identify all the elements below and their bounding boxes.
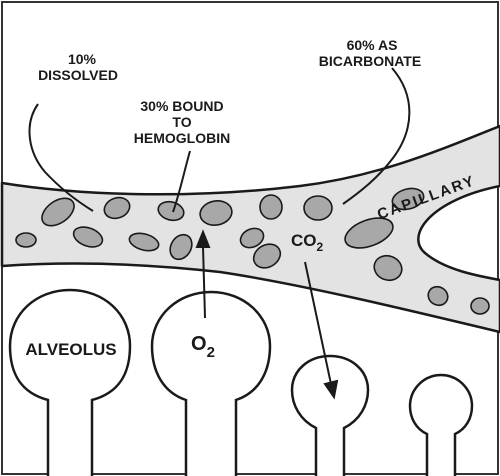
red-blood-cell: [391, 187, 425, 211]
o2-arrow-shaft: [202, 245, 206, 319]
red-blood-cell: [252, 243, 282, 269]
o2-arrow-head: [195, 229, 211, 248]
co2-label-main: CO: [291, 231, 317, 250]
dissolved-label: DISSOLVED: [38, 67, 118, 83]
bound-label-line1: 30% BOUND: [140, 98, 223, 114]
co2-arrow-head: [323, 379, 339, 400]
alveolus-label: ALVEOLUS: [25, 340, 116, 359]
bound-leader: [172, 150, 191, 213]
red-blood-cell: [344, 217, 394, 249]
red-blood-cell: [239, 227, 265, 249]
alveolus-2: [150, 290, 272, 476]
gas-arrows: [195, 229, 339, 400]
leader-lines: [28, 67, 411, 213]
red-blood-cell: [303, 195, 333, 221]
bound-label-line2: TO: [172, 114, 191, 130]
red-blood-cell: [373, 254, 403, 282]
alveolus-3: [290, 354, 370, 476]
red-blood-cell: [72, 226, 104, 248]
bound-label-line3: HEMOGLOBIN: [134, 130, 230, 146]
red-blood-cell: [169, 233, 193, 261]
dissolved-leader: [28, 103, 94, 212]
dissolved-percent-label: 10%: [68, 51, 97, 67]
red-blood-cell: [15, 232, 37, 248]
o2-label: O2: [191, 333, 215, 361]
co2-label: CO2: [291, 231, 324, 254]
o2-label-subscript: 2: [207, 344, 215, 361]
co2-label-subscript: 2: [317, 240, 324, 254]
red-blood-cell: [157, 200, 185, 222]
bicarbonate-label-line1: 60% AS: [347, 37, 398, 53]
red-blood-cell: [128, 232, 160, 252]
red-blood-cell: [470, 297, 490, 315]
alveolus-4: [408, 373, 474, 476]
o2-label-main: O: [191, 333, 207, 355]
red-blood-cell: [427, 285, 449, 307]
red-blood-cell: [199, 200, 233, 226]
alveoli: [8, 288, 474, 476]
red-blood-cell: [259, 194, 283, 220]
bicarbonate-label-line2: BICARBONATE: [319, 53, 421, 69]
co2-arrow-shaft: [304, 261, 332, 385]
red-blood-cells: [15, 187, 490, 315]
red-blood-cell: [41, 197, 75, 227]
red-blood-cell: [103, 196, 131, 220]
alveolus-1: [8, 288, 132, 476]
bicarbonate-leader: [342, 67, 411, 205]
